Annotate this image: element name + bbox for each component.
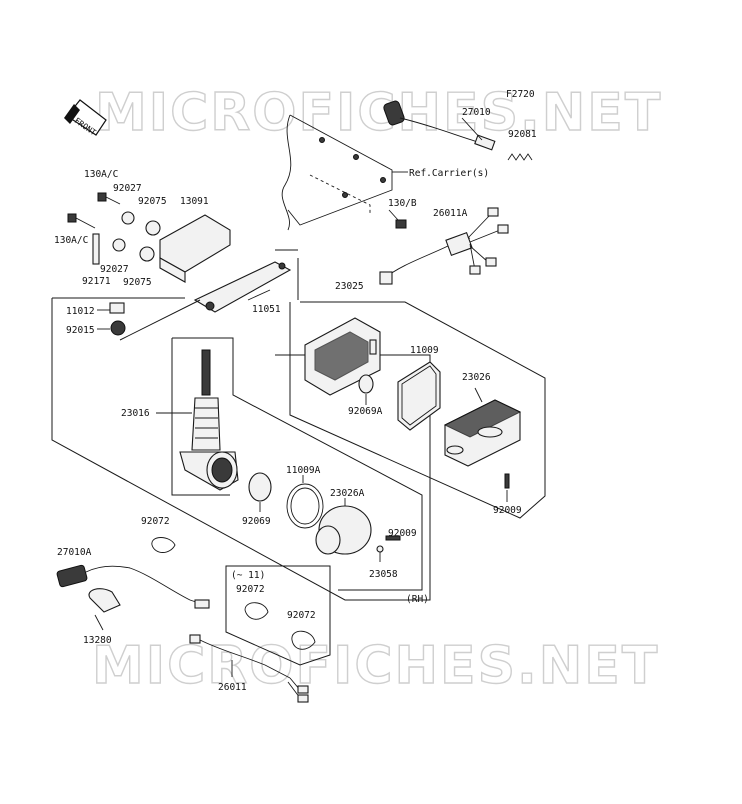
- label-130ac-bottom: 130A/C: [54, 235, 88, 246]
- bracket-13280: [88, 588, 121, 613]
- spring-92081: [507, 153, 533, 161]
- bolt-130ac-bottom: [67, 213, 96, 229]
- label-92027-top: 92027: [113, 183, 142, 194]
- label-26011: 26011: [218, 682, 247, 693]
- label-130ac-top: 130A/C: [84, 169, 118, 180]
- spacer-92075-top: [145, 220, 161, 236]
- label-11009a: 11009A: [286, 465, 321, 476]
- bolt-130ac-top: [97, 192, 121, 205]
- label-92009-left: 92009: [388, 528, 417, 539]
- clamp-92072-b: [244, 602, 269, 620]
- harness-26011a: [379, 207, 509, 285]
- watermark-top: MICROFICHES.NET: [95, 83, 662, 143]
- label-92075-bottom: 92075: [123, 277, 152, 288]
- label-130b: 130/B: [388, 198, 417, 209]
- bolt-130b: [395, 219, 407, 229]
- label-23058: 23058: [369, 569, 398, 580]
- tail-lens-23026: [443, 399, 522, 467]
- gasket-11009a: [286, 483, 324, 529]
- label-11012: 11012: [66, 306, 95, 317]
- spacer-92075-bottom: [139, 246, 155, 262]
- bracket-13091: [159, 214, 231, 283]
- washer-92027-bottom: [112, 238, 126, 252]
- watermark-bottom: MICROFICHES.NET: [92, 636, 659, 696]
- ref-carrier-note: Ref.Carrier(s): [409, 168, 489, 179]
- label-26011a: 26011A: [433, 208, 468, 219]
- label-11009: 11009: [410, 345, 439, 356]
- group-frame-left: [51, 297, 431, 601]
- label-11051: 11051: [252, 304, 281, 315]
- label-92009-right: 92009: [493, 505, 522, 516]
- label-92171: 92171: [82, 276, 111, 287]
- washer-23058: [376, 545, 384, 553]
- tail-light-base-23025: [304, 317, 381, 396]
- label-92081: 92081: [508, 129, 537, 140]
- gasket-11009: [397, 361, 441, 431]
- label-92072-c: 92072: [287, 610, 316, 621]
- bulb-92069a: [358, 374, 374, 394]
- harness-26011: [189, 634, 309, 703]
- grommet-11012: [109, 302, 125, 314]
- label-27010: 27010: [462, 107, 491, 118]
- group-frame-up-to-11: [225, 565, 331, 666]
- label-13091: 13091: [180, 196, 209, 207]
- label-92072-a: 92072: [141, 516, 170, 527]
- label-13280: 13280: [83, 635, 112, 646]
- label-23026: 23026: [462, 372, 491, 383]
- bracket-11051: [193, 261, 292, 313]
- label-23025: 23025: [335, 281, 364, 292]
- switch-27010a: [56, 564, 210, 609]
- label-92072-b: 92072: [236, 584, 265, 595]
- label-23016: 23016: [121, 408, 150, 419]
- carrier-reference: [281, 114, 393, 231]
- label-92069a: 92069A: [348, 406, 383, 417]
- label-23026a: 23026A: [330, 488, 365, 499]
- clamp-92072-a: [151, 537, 176, 553]
- label-92015: 92015: [66, 325, 95, 336]
- nut-92015: [110, 320, 126, 336]
- label-92075-top: 92075: [138, 196, 167, 207]
- screw-92009-left: [385, 535, 401, 541]
- label-27010a: 27010A: [57, 547, 92, 558]
- bulb-92069: [248, 472, 272, 502]
- switch-27010: [383, 100, 496, 151]
- collar-92171: [92, 233, 100, 265]
- rh-note: (RH): [406, 594, 429, 605]
- group-frame-turn-signal: [171, 337, 423, 591]
- label-92027-bottom: 92027: [100, 264, 129, 275]
- up-to-11-note: (~ 11): [231, 570, 265, 581]
- turn-signal-body-23016: [179, 349, 239, 491]
- clamp-92072-c: [291, 630, 316, 650]
- turn-signal-lens-23026a: [315, 505, 372, 555]
- screw-92009-right: [504, 473, 510, 489]
- label-92069: 92069: [242, 516, 271, 527]
- diagram-code: F2720: [506, 89, 535, 100]
- washer-92027-top: [121, 211, 135, 225]
